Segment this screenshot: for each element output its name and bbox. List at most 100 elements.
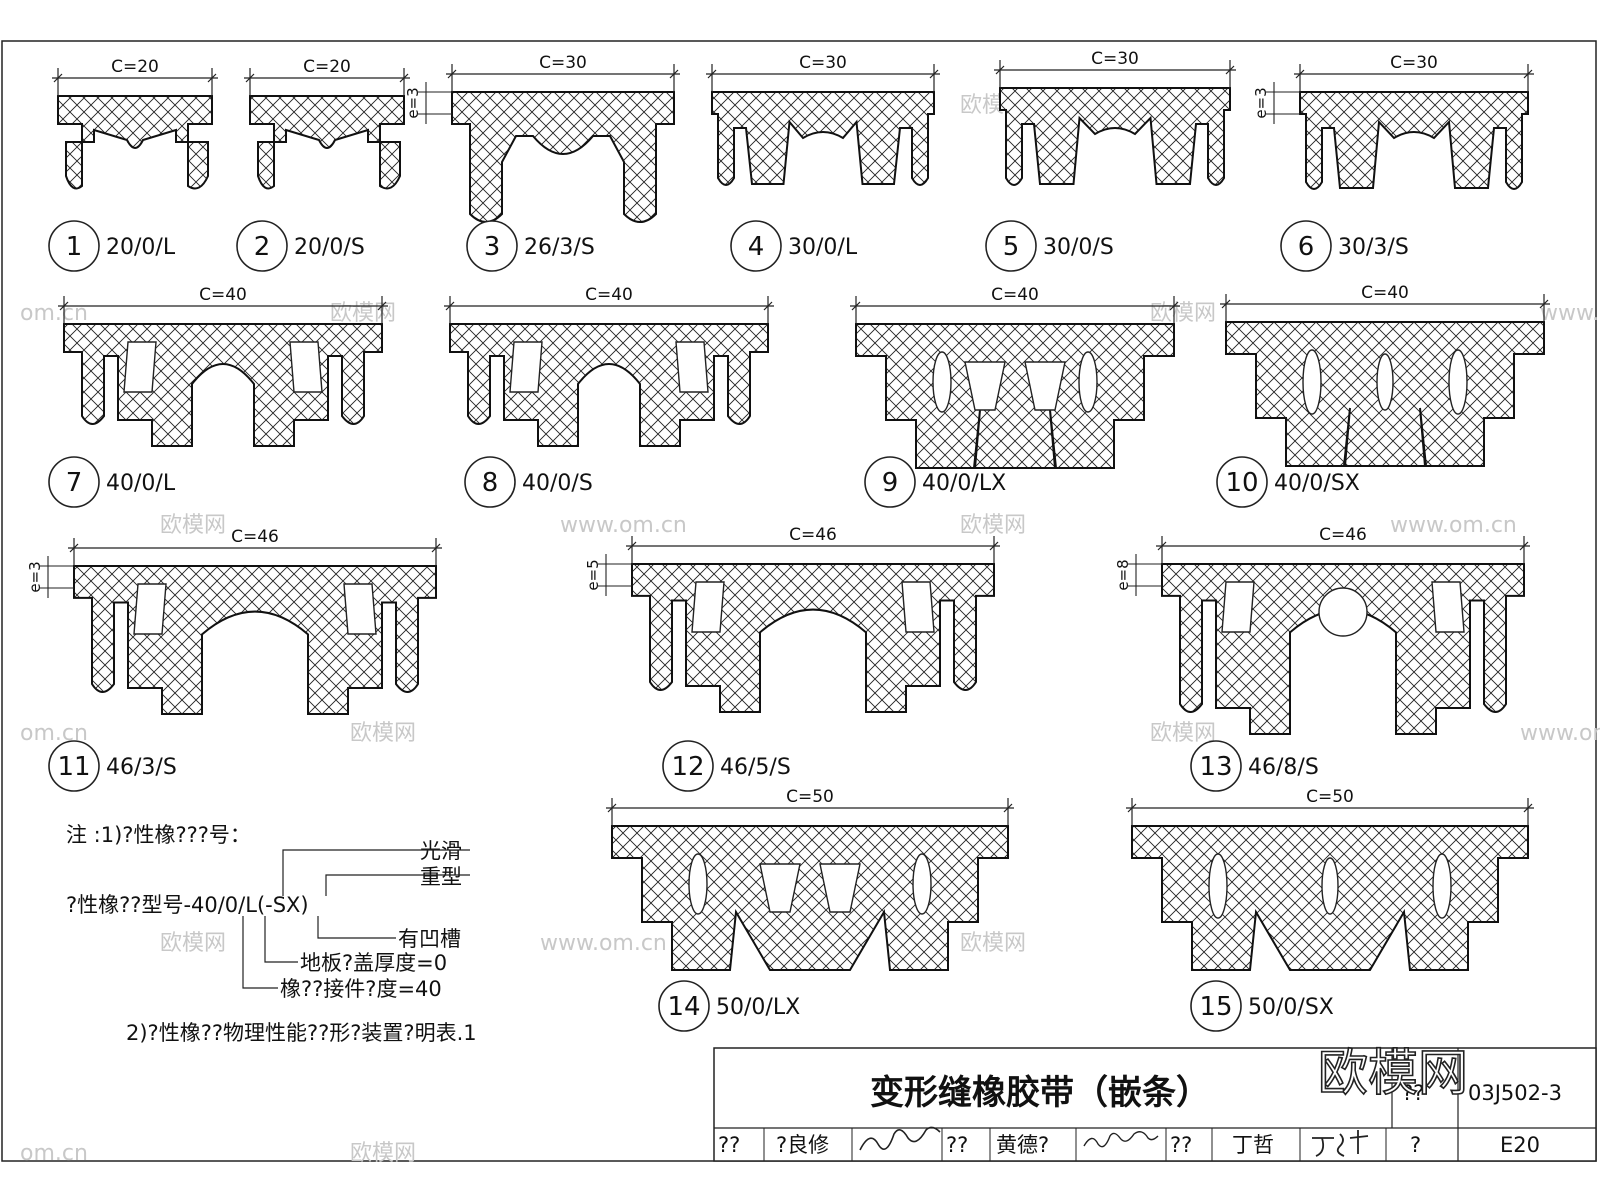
- profile-slot: [675, 341, 709, 393]
- signature-1: [859, 1126, 941, 1151]
- profile-number-circle: [464, 456, 516, 508]
- tb-cell-3: ??: [946, 1133, 968, 1157]
- note-model: ?性橡??型号-40/0/L(-SX): [66, 893, 309, 917]
- thickness-label: e=5: [584, 559, 602, 590]
- profile-number-circle: [662, 740, 714, 792]
- profile-section: [855, 323, 1175, 469]
- profile-code: 20/0/L: [106, 235, 176, 260]
- profile-round-hole: [1318, 587, 1368, 637]
- profile-code: 46/8/S: [1248, 755, 1319, 780]
- profile-code: 40/0/SX: [1274, 471, 1360, 496]
- dimension-line: [446, 64, 680, 92]
- page-number: E20: [1500, 1133, 1540, 1157]
- profile-number: 10: [1225, 468, 1258, 498]
- dimension-label: C=40: [585, 285, 633, 305]
- profile-section: [63, 323, 383, 447]
- thickness-dimension: [598, 554, 632, 596]
- profile-section: [73, 565, 437, 715]
- profile-section: [249, 95, 405, 190]
- profile-number: 6: [1298, 232, 1315, 262]
- dimension-line: [1294, 64, 1534, 92]
- profile-number: 13: [1199, 752, 1232, 782]
- dimension-label: C=30: [1091, 49, 1139, 69]
- note-width: 橡??接件?度=40: [280, 977, 442, 1001]
- note-cover: 地板?盖厚度=0: [300, 951, 447, 975]
- profile-slot: [1024, 361, 1066, 411]
- profile-code: 30/0/L: [788, 235, 858, 260]
- profile-code: 46/5/S: [720, 755, 791, 780]
- profile-slot: [759, 863, 801, 913]
- dimension-line: [244, 68, 410, 96]
- tb-cell-6: 丁哲: [1232, 1133, 1274, 1157]
- profile-code: 50/0/SX: [1248, 995, 1334, 1020]
- dimension-line: [850, 296, 1180, 324]
- dimension-label: C=40: [1361, 283, 1409, 303]
- thickness-label: e=3: [26, 561, 44, 592]
- profile-slot: [932, 351, 952, 413]
- watermark-text: om.cn: [20, 1141, 88, 1166]
- profile-slot: [1376, 353, 1394, 411]
- tb-cell-5: ??: [1170, 1133, 1192, 1157]
- profile-slot: [1302, 349, 1322, 415]
- profile-slot: [1078, 351, 1098, 413]
- profile-number-circle: [864, 456, 916, 508]
- dimension-line: [52, 68, 218, 96]
- profile-slot: [1221, 581, 1255, 633]
- profile-number: 11: [57, 752, 90, 782]
- profile-number-circle: [730, 220, 782, 272]
- profile-code: 40/0/L: [106, 471, 176, 496]
- watermark-text: 欧模网: [330, 301, 396, 326]
- profile-number-circle: [1216, 456, 1268, 508]
- note-smooth: 光滑: [420, 839, 462, 863]
- watermark-text: www.om.cn: [540, 931, 667, 956]
- watermark-text: www.om.cn: [1520, 721, 1600, 746]
- title-block-label: ??: [1402, 1081, 1424, 1105]
- dimension-label: C=30: [799, 53, 847, 73]
- profile-number: 4: [748, 232, 765, 262]
- title-block: 变形缝橡胶带（嵌条） ?? 03J502-3 ?? ?良修 ?? 黄德? ?? …: [713, 1047, 1597, 1162]
- note-heavy: 重型: [420, 865, 462, 889]
- profile-section: [711, 91, 935, 186]
- profile-code: 20/0/S: [294, 235, 365, 260]
- thickness-label: e=3: [1252, 87, 1270, 118]
- profile-section: [999, 87, 1231, 186]
- dimension-line: [444, 296, 774, 324]
- profile-number: 7: [66, 468, 83, 498]
- note-line-1: 注 :1)?性橡???号：: [66, 823, 251, 847]
- profile-number: 5: [1003, 232, 1020, 262]
- profile-section: [451, 91, 675, 223]
- profile-slot: [1321, 857, 1339, 915]
- dimension-label: C=30: [1390, 53, 1438, 73]
- thickness-label: e=3: [404, 87, 422, 118]
- profile-code: 30/0/S: [1043, 235, 1114, 260]
- watermark-text: www.om.cn: [560, 513, 687, 538]
- profile-slot: [688, 853, 708, 915]
- profile-code: 50/0/LX: [716, 995, 800, 1020]
- dimension-label: C=46: [1319, 525, 1367, 545]
- profile-slot: [123, 341, 157, 393]
- profile-slot: [509, 341, 543, 393]
- dimension-label: C=46: [789, 525, 837, 545]
- profile-number: 2: [254, 232, 271, 262]
- profile-number-circle: [48, 456, 100, 508]
- watermark-text: 欧模网: [350, 721, 416, 746]
- dimension-line: [1156, 536, 1530, 564]
- profile-slot: [1431, 581, 1465, 633]
- thickness-dimension: [418, 82, 452, 124]
- profile-section: [57, 95, 213, 190]
- dimension-line: [994, 60, 1236, 88]
- watermark-text: 欧模网: [960, 513, 1026, 538]
- dimension-line: [706, 64, 940, 92]
- dimension-label: C=46: [231, 527, 279, 547]
- profile-number-circle: [985, 220, 1037, 272]
- thickness-dimension: [1128, 554, 1162, 596]
